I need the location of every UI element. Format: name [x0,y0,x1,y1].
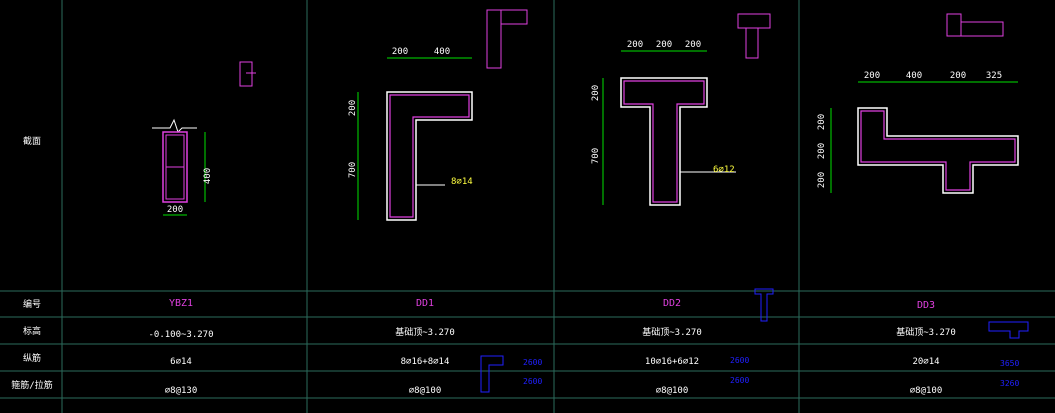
blue-note: 3260 [1000,379,1019,388]
dim-text: 200 [817,143,827,159]
elevation-cell: -0.100~3.270 [148,330,213,340]
wall-outline [386,91,473,221]
row-header-id: 编号 [23,298,41,310]
dim-text: 200 [392,47,408,57]
mini-key-plan-dd3 [946,13,962,37]
blue-note: 3650 [1000,359,1019,368]
row-header-long-bars: 纵筋 [23,352,41,364]
blue-note: 2600 [523,358,542,367]
stirrups-cell: ⌀8@130 [165,386,198,396]
dim-text: 200 [817,114,827,130]
stirrups-cell: ⌀8@100 [910,386,943,396]
long-bars-cell: 20⌀14 [912,357,939,367]
dim-text: 700 [591,148,601,164]
column-outline [162,131,188,203]
section-shape-symbol [988,321,1029,339]
section-shape-symbol [754,288,774,322]
stirrup [623,80,705,203]
dim-text: 200 [864,71,880,81]
section-dd2[interactable]: 200 200 200 200 700 6⌀12 [591,13,771,206]
dim-text: 200 [817,172,827,188]
elevation-cell: 基础顶~3.270 [642,326,702,338]
dim-text: 400 [203,168,213,184]
dim-text: 400 [434,47,450,57]
dim-text: 200 [950,71,966,81]
stirrup [389,94,470,218]
long-bars-cell: 6⌀14 [170,357,192,367]
blue-note: 2600 [730,356,749,365]
dim-text: 200 [656,40,672,50]
dim-text: 200 [591,85,601,101]
stirrups-cell: ⌀8@100 [409,386,442,396]
section-dd3[interactable]: 200 400 200 325 200 200 200 [817,13,1019,194]
dim-text: 325 [986,71,1002,81]
elevation-cell: 基础顶~3.270 [395,326,455,338]
id-row: YBZ1 DD1 DD2 DD3 [169,298,935,311]
blue-note: 2600 [730,376,749,385]
column-id: DD3 [917,300,935,311]
mini-key-plan-dd1 [486,9,502,69]
dim-text: 400 [906,71,922,81]
column-id: DD2 [663,298,681,309]
elevation-row: -0.100~3.270 基础顶~3.270 基础顶~3.270 基础顶~3.2… [148,326,955,340]
mini-key-plan-ybz1 [239,61,253,87]
rebar-callout: 6⌀12 [713,165,735,175]
section-shape-symbol [480,355,504,393]
row-header-section: 截面 [23,135,41,147]
wall-outline [857,107,1019,194]
wall-outline [620,77,708,206]
section-dd1[interactable]: 200 400 200 700 8⌀14 [348,9,528,221]
stirrups-row: ⌀8@130 ⌀8@100 ⌀8@100 ⌀8@100 [165,386,943,396]
dim-text: 200 [627,40,643,50]
column-id: YBZ1 [169,298,193,309]
dim-text: 200 [167,205,183,215]
blue-notes: 2600 2600 2600 2600 3650 3260 [480,288,1029,393]
row-header-stirrups: 箍筋/拉筋 [11,379,52,391]
mini-key-plan-dd2 [737,13,771,29]
break-line [152,118,197,133]
blue-note: 2600 [523,377,542,386]
dim-text: 200 [685,40,701,50]
dim-text: 700 [348,162,358,178]
section-ybz1[interactable]: 400 200 [152,61,256,216]
column-id: DD1 [416,298,434,309]
stirrups-cell: ⌀8@100 [656,386,689,396]
dim-text: 200 [348,100,358,116]
row-headers: 截面 编号 标高 纵筋 箍筋/拉筋 [11,135,52,391]
long-bars-row: 6⌀14 8⌀16+8⌀14 10⌀16+6⌀12 20⌀14 [170,357,939,367]
rebar-callout: 8⌀14 [451,177,473,187]
long-bars-cell: 8⌀16+8⌀14 [401,357,450,367]
stirrup [860,110,1016,191]
long-bars-cell: 10⌀16+6⌀12 [645,357,699,367]
elevation-cell: 基础顶~3.270 [896,326,956,338]
row-header-elevation: 标高 [23,325,41,337]
